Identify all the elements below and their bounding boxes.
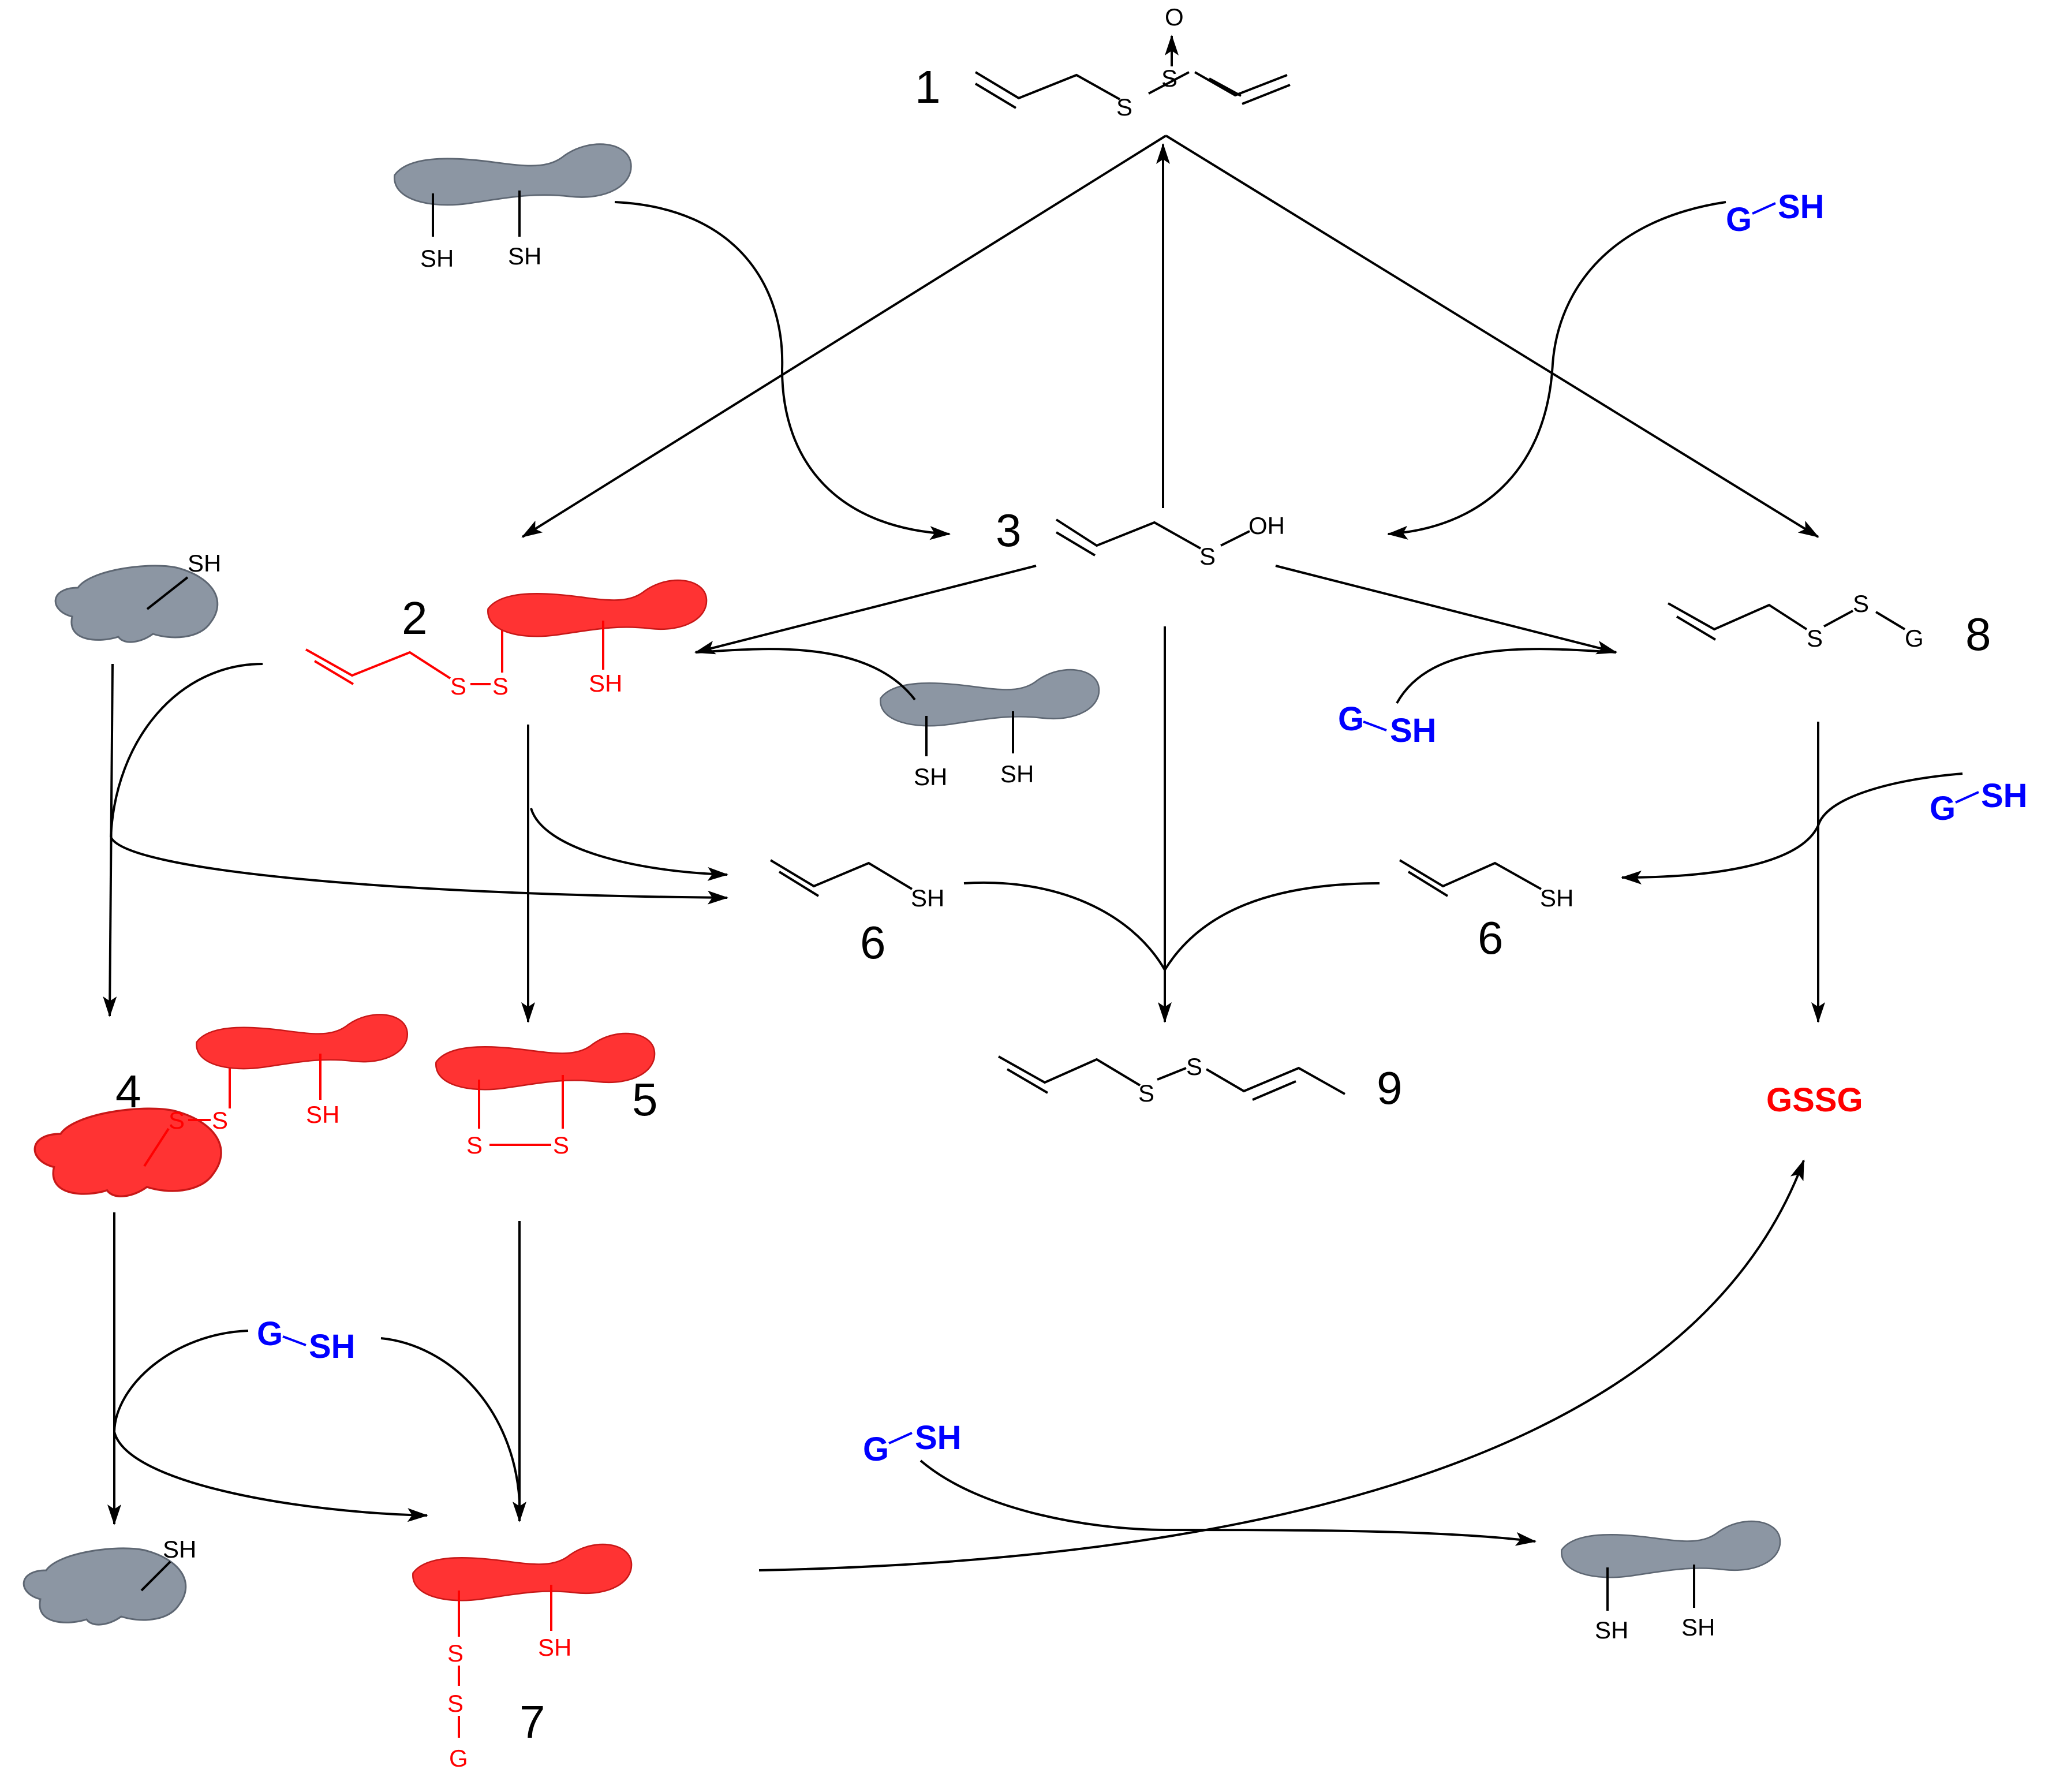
svg-text:S: S [447, 1640, 463, 1667]
compound-number: 6 [860, 917, 886, 968]
svg-text:SH: SH [1390, 712, 1437, 749]
compound-3: 3 S OH [996, 505, 1285, 570]
svg-text:SH: SH [911, 884, 944, 912]
svg-text:SH: SH [1778, 188, 1825, 226]
svg-text:SH: SH [508, 242, 541, 270]
compound-9: 9 S S [998, 1053, 1403, 1114]
svg-text:S: S [1199, 543, 1216, 570]
glutathione-right: G SH [1930, 777, 2028, 827]
compound-number: 2 [402, 592, 428, 644]
svg-text:G: G [257, 1315, 283, 1353]
svg-text:G: G [863, 1431, 889, 1468]
svg-text:S: S [1161, 65, 1177, 92]
compound-2: 2 S S SH [305, 579, 708, 700]
svg-text:SH: SH [589, 670, 622, 697]
compound-number: 7 [519, 1696, 545, 1748]
compound-6-right: 6 SH [1399, 859, 1573, 964]
svg-text:S: S [492, 673, 509, 700]
glutathione-center-bottom: G SH [863, 1419, 962, 1468]
compound-number: 1 [915, 61, 941, 113]
svg-text:S: S [1138, 1080, 1154, 1107]
svg-text:O: O [1165, 3, 1184, 31]
svg-text:S: S [1807, 625, 1823, 652]
glutathione-middle: G SH [1338, 700, 1437, 749]
svg-text:SH: SH [1681, 1614, 1715, 1641]
svg-text:SH: SH [306, 1101, 339, 1128]
svg-text:S: S [553, 1132, 569, 1159]
svg-text:S: S [212, 1107, 228, 1134]
svg-text:S: S [1186, 1053, 1202, 1080]
svg-text:SH: SH [914, 763, 947, 790]
glutathione-left-bottom: G SH [257, 1315, 356, 1365]
compound-number: 8 [1965, 608, 1991, 660]
svg-text:G: G [1905, 625, 1924, 652]
compound-5: 5 S S [435, 1032, 658, 1159]
compound-number: 6 [1478, 912, 1504, 964]
svg-text:SH: SH [188, 550, 221, 577]
gssg-product: GSSG [1766, 1081, 1863, 1119]
protein-gray-folded-bottom: SH [23, 1536, 196, 1626]
svg-text:SH: SH [1000, 760, 1034, 787]
reaction-arrows [103, 135, 1963, 1571]
svg-text:S: S [466, 1132, 483, 1159]
svg-text:S: S [447, 1690, 463, 1717]
svg-text:S: S [169, 1107, 185, 1134]
svg-text:G: G [1726, 201, 1752, 238]
svg-text:S: S [450, 673, 466, 700]
svg-text:SH: SH [1981, 777, 2028, 815]
svg-text:OH: OH [1248, 512, 1285, 539]
protein-gray-middle: SH SH [880, 669, 1100, 790]
protein-gray-folded-top: SH [54, 550, 221, 643]
protein-gray-top: SH SH [394, 143, 632, 272]
svg-text:G: G [1338, 700, 1364, 738]
svg-text:SH: SH [915, 1419, 962, 1457]
svg-text:SH: SH [420, 245, 454, 272]
svg-text:SH: SH [1540, 884, 1573, 912]
svg-text:S: S [1116, 94, 1132, 121]
compound-4: 4 S S SH [33, 1014, 409, 1197]
compound-number: 9 [1377, 1062, 1403, 1114]
compound-8: 8 S S G [1668, 590, 1991, 660]
compound-number: 3 [996, 505, 1022, 556]
svg-text:SH: SH [1595, 1616, 1628, 1644]
svg-text:S: S [1853, 590, 1869, 617]
svg-text:SH: SH [309, 1328, 356, 1365]
svg-text:G: G [449, 1745, 468, 1772]
svg-text:G: G [1930, 790, 1956, 827]
compound-6-left: 6 SH [769, 859, 944, 968]
protein-gray-bottom: SH SH [1561, 1520, 1781, 1644]
glutathione-top-right: G SH [1726, 188, 1825, 238]
compound-7: 7 S S G SH [412, 1543, 633, 1772]
svg-text:SH: SH [163, 1536, 196, 1563]
compound-1: 1 S S O [915, 3, 1291, 121]
compound-number: 5 [632, 1074, 658, 1125]
svg-text:GSSG: GSSG [1766, 1081, 1863, 1119]
svg-text:SH: SH [538, 1634, 571, 1661]
